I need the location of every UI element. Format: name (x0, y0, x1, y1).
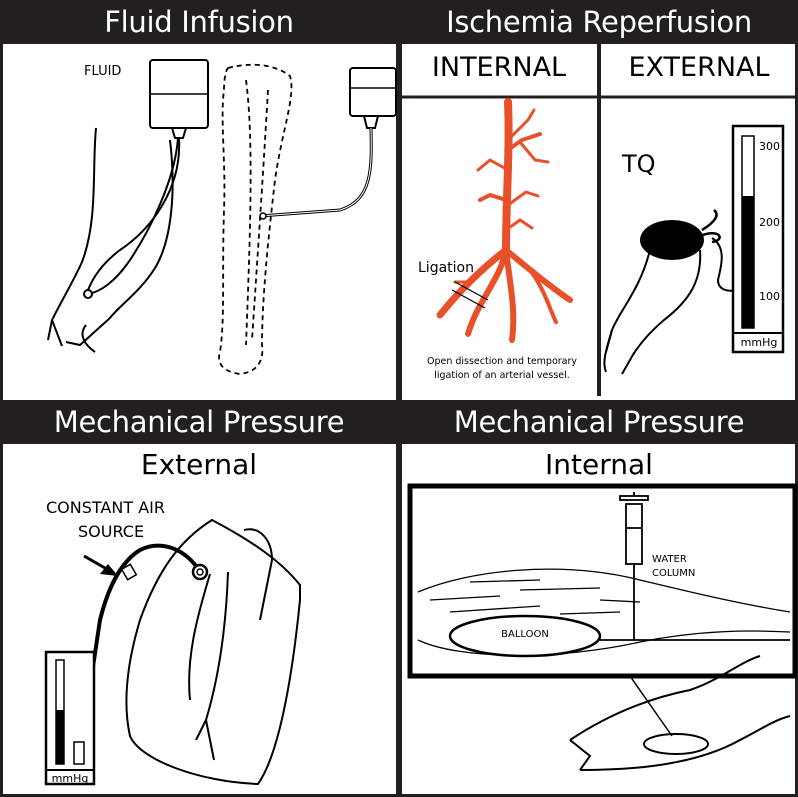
tq-label: TQ (622, 150, 656, 178)
air-label-line-2: SOURCE (78, 522, 145, 541)
tq-tube (711, 237, 737, 292)
ligation-label: Ligation (418, 260, 474, 276)
tourniquet (640, 209, 737, 292)
fluid-bag-right (349, 67, 397, 129)
external-subtitle: External (140, 448, 258, 481)
ext-gauge-unit: mmHg (51, 772, 89, 785)
gauge-tick-200: 200 (759, 216, 780, 229)
internal-subtitle: Internal (545, 448, 653, 481)
forearm (569, 655, 791, 771)
panel-title-mechanical-external: Mechanical Pressure (0, 400, 398, 444)
panel-title-mechanical-internal: Mechanical Pressure (400, 400, 798, 444)
tq-leg (603, 249, 702, 375)
balloon (448, 614, 602, 658)
air-line (80, 543, 198, 741)
air-arrow (83, 554, 118, 576)
ligation-pointer (451, 281, 489, 309)
fluid-bag-left (149, 59, 209, 139)
bone-outline (218, 63, 293, 375)
muscle-fibers (417, 568, 791, 656)
syringe (600, 492, 790, 641)
tq-gauge-unit: mmHg (740, 336, 778, 349)
infusion-line-left (87, 137, 181, 291)
tq-gauge (731, 124, 785, 354)
caption-line-2: ligation of an arterial vessel. (434, 370, 570, 381)
water-label-line-2: COLUMN (652, 568, 696, 579)
caption-line-1: Open dissection and temporary (426, 356, 578, 367)
ext-leg-box (125, 518, 301, 786)
balloon-label: BALLOON (501, 629, 549, 640)
panel-title-fluid-infusion: Fluid Infusion (0, 0, 398, 44)
gauge-tick-100: 100 (759, 290, 780, 303)
internal-label: INTERNAL (431, 52, 567, 83)
ext-gauge (44, 650, 96, 786)
artery-tree (436, 98, 573, 343)
fluid-label: FLUID (84, 64, 122, 79)
fluid-arm-left (47, 127, 179, 353)
air-label-line-1: CONSTANT AIR (46, 498, 165, 517)
water-label-line-1: WATER (652, 554, 687, 565)
panel-title-ischemia-reperfusion: Ischemia Reperfusion (400, 0, 798, 44)
gauge-tick-300: 300 (759, 140, 780, 153)
external-label: EXTERNAL (628, 52, 770, 83)
